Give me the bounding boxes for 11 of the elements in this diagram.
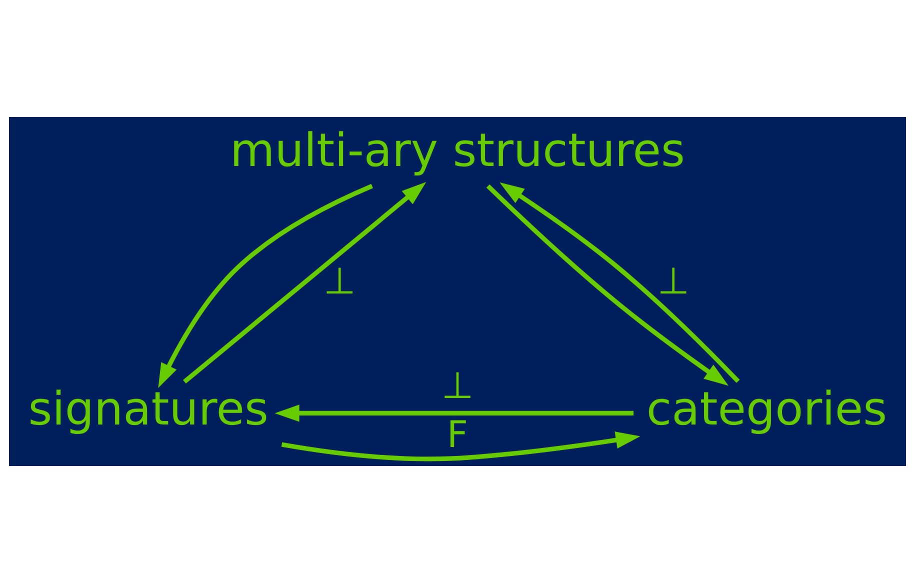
node-text: multi-ary structures [230, 122, 685, 177]
edge-label: ⊥ [324, 259, 356, 302]
arrow [182, 182, 426, 384]
arrow [158, 184, 373, 388]
arrow [274, 404, 634, 422]
edge-label: ⊥ [657, 259, 690, 302]
node-text: categories [646, 382, 888, 436]
edge-label: ⊥ [442, 364, 474, 408]
node-text: signatures [28, 382, 268, 436]
arrow [281, 432, 640, 462]
edge-label: F [446, 413, 468, 456]
